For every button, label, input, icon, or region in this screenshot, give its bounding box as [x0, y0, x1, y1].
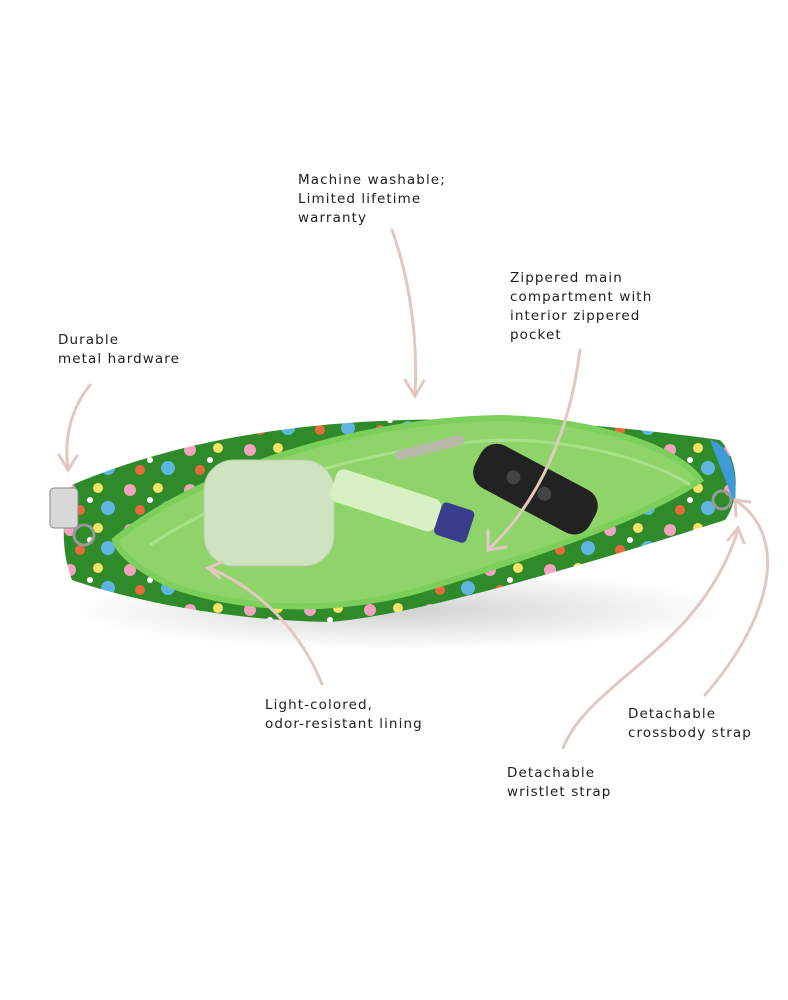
callout-line: wristlet strap — [507, 784, 612, 800]
callout-wristlet: Detachable wristlet strap — [507, 764, 611, 802]
arrowhead-crossbody — [733, 498, 752, 518]
callout-hardware: Durable metal hardware — [58, 331, 180, 369]
arrowhead-zippered — [486, 528, 508, 552]
callout-line: Light-colored, — [265, 697, 374, 713]
callout-line: Machine washable; — [298, 172, 446, 188]
earbuds-case — [203, 459, 335, 567]
key — [395, 435, 465, 460]
bag-end-panel — [710, 440, 736, 505]
callout-zippered: Zippered main compartment with interior … — [510, 269, 652, 345]
callout-line: compartment with — [510, 289, 653, 305]
arrowhead-wristlet — [726, 525, 746, 545]
arrowhead-hardware — [57, 453, 79, 473]
callout-line: odor-resistant lining — [265, 716, 423, 732]
callout-lining: Light-colored, odor-resistant lining — [265, 696, 423, 734]
arrow-washable — [390, 228, 418, 394]
zipper-pull-hardware — [49, 487, 96, 547]
arrow-wristlet — [561, 528, 740, 750]
arrow-crossbody — [703, 500, 770, 697]
callout-line: Zippered main — [510, 270, 623, 286]
callout-line: Durable — [58, 332, 120, 348]
callout-line: pocket — [510, 327, 562, 343]
callout-line: crossbody strap — [628, 725, 752, 741]
callout-line: Limited lifetime — [298, 191, 422, 207]
callout-line: warranty — [298, 210, 368, 226]
arrow-hardware — [65, 383, 92, 470]
callout-line: interior zippered — [510, 308, 641, 324]
callout-crossbody: Detachable crossbody strap — [628, 705, 752, 743]
callout-line: metal hardware — [58, 351, 181, 367]
arrow-lining — [208, 566, 324, 686]
callout-washable: Machine washable; Limited lifetime warra… — [298, 171, 446, 228]
strap-ring — [711, 489, 733, 511]
lip-balm — [330, 469, 475, 543]
arrowhead-washable — [403, 378, 426, 399]
arrowhead-lining — [205, 560, 224, 580]
callout-line: Detachable — [507, 765, 596, 781]
callout-line: Detachable — [628, 706, 717, 722]
arrow-zippered — [488, 348, 582, 550]
